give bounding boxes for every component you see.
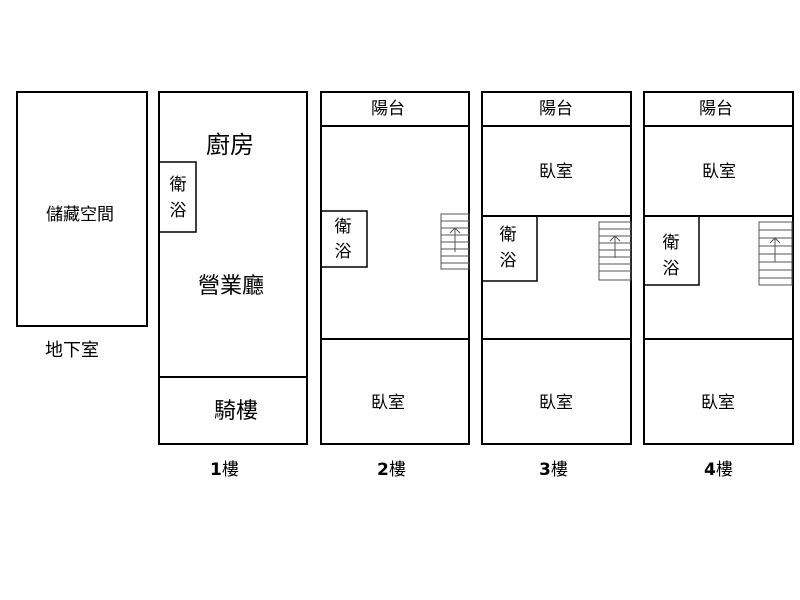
- stair-icon: [758, 221, 793, 286]
- floor1-bath-label-1: 衛: [170, 175, 187, 195]
- basement-label: 地下室: [45, 340, 99, 361]
- floor4-bedroom-bottom-label: 臥室: [701, 393, 735, 413]
- floor4-balcony-label: 陽台: [699, 99, 733, 119]
- floor3-bath-label-2: 浴: [500, 251, 517, 271]
- floor2-label: 2樓: [377, 460, 406, 480]
- stair-icon: [598, 221, 632, 281]
- floor2-balcony-label: 陽台: [371, 99, 405, 119]
- floor4-bath-label-1: 衛: [663, 233, 680, 253]
- floor2-outline: [320, 91, 470, 445]
- floor2-bathroom: [320, 210, 368, 268]
- business-hall-label: 營業廳: [198, 274, 264, 299]
- floor3-bedroom-bottom-label: 臥室: [539, 393, 573, 413]
- floor3-bathroom: [482, 216, 538, 282]
- storage-room: [16, 91, 148, 327]
- floor1-bath-label-2: 浴: [170, 201, 187, 221]
- floor2-plan: 陽台 衛 浴 臥室 2樓: [320, 91, 470, 480]
- floor1-label: 1樓: [210, 460, 239, 480]
- floor3-bedroom-top-label: 臥室: [539, 162, 573, 182]
- stair-icon: [440, 213, 470, 270]
- floor2-bedroom-label: 臥室: [371, 393, 405, 413]
- floor4-bath-label-2: 浴: [663, 259, 680, 279]
- floor3-plan: 陽台 臥室 衛 浴 臥室 3樓: [481, 91, 632, 480]
- floor4-label: 4樓: [704, 460, 733, 480]
- floor3-label: 3樓: [539, 460, 568, 480]
- kitchen-label: 廚房: [206, 131, 254, 159]
- storage-label: 儲藏空間: [46, 205, 114, 225]
- floor3-balcony-label: 陽台: [539, 99, 573, 119]
- floor1-outline: [158, 91, 308, 445]
- floor2-bath-label-2: 浴: [335, 242, 352, 262]
- floor4-bedroom-top-label: 臥室: [702, 162, 736, 182]
- floor4-outline: [643, 91, 794, 445]
- floor1-bathroom: [158, 161, 197, 233]
- floor2-bath-label-1: 衛: [335, 217, 352, 237]
- floor4-bathroom: [644, 216, 700, 286]
- floor4-plan: 陽台 臥室 衛 浴 臥室 4樓: [643, 91, 794, 480]
- floor3-bath-label-1: 衛: [500, 225, 517, 245]
- basement-plan: 儲藏空間 地下室: [16, 91, 148, 361]
- floor1-plan: 廚房 衛 浴 營業廳 騎樓 1樓: [158, 91, 308, 480]
- arcade-label: 騎樓: [214, 399, 258, 424]
